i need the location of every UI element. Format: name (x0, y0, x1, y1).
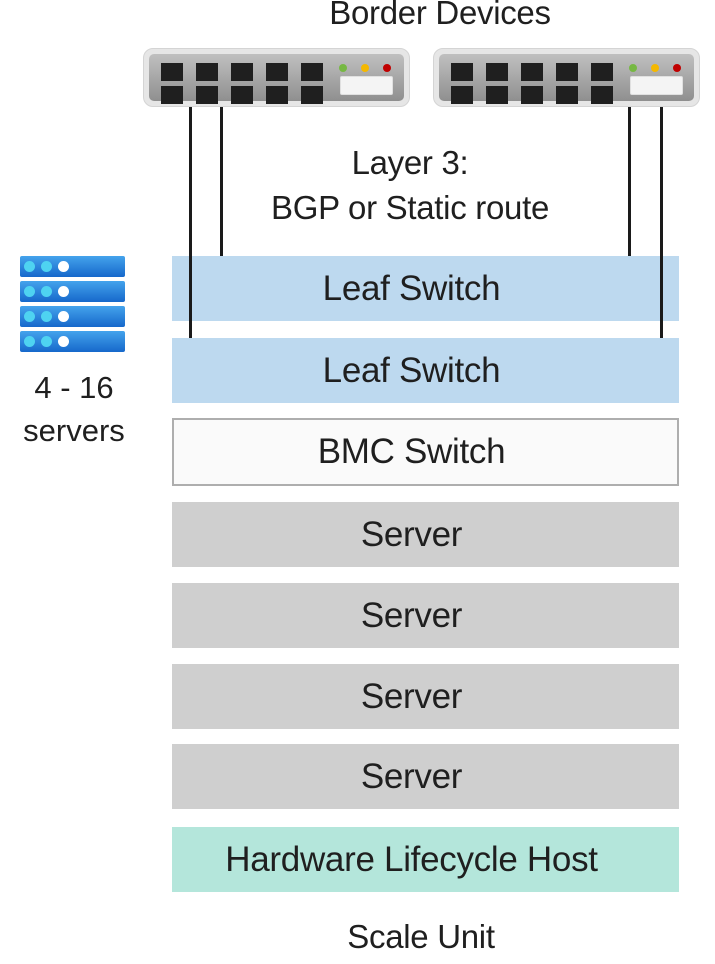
border-switch-icon (433, 48, 700, 107)
server-led-dot (58, 336, 69, 347)
switch-label-plate (340, 76, 393, 95)
led-red-icon (673, 64, 681, 72)
port-block (161, 63, 323, 104)
port-row (161, 63, 323, 81)
server-led-dot (58, 261, 69, 272)
border-switches-group (143, 48, 700, 107)
server-led-dot (58, 311, 69, 322)
server-led-dot (41, 311, 52, 322)
row-server: Server (172, 664, 679, 729)
connector-line-left-inner (220, 105, 223, 256)
scale-unit-caption: Scale Unit (347, 918, 495, 955)
ethernet-port-icon (196, 86, 218, 104)
ethernet-port-icon (301, 63, 323, 81)
row-label: Server (360, 756, 463, 796)
port-block (451, 63, 613, 104)
server-led-dot (24, 286, 35, 297)
row-label: Leaf Switch (322, 350, 501, 390)
connector-line-right-outer (660, 105, 663, 338)
row-server: Server (172, 502, 679, 567)
port-row (451, 86, 613, 104)
ethernet-port-icon (161, 63, 183, 81)
row-label: Server (360, 514, 463, 554)
row-label: Leaf Switch (322, 268, 501, 308)
ethernet-port-icon (591, 63, 613, 81)
layer3-annotation-line1: Layer 3: (351, 144, 469, 181)
server-led-dot (41, 286, 52, 297)
ethernet-port-icon (486, 86, 508, 104)
ethernet-port-icon (161, 86, 183, 104)
row-label: Hardware Lifecycle Host (225, 839, 598, 879)
ethernet-port-icon (231, 63, 253, 81)
led-amber-icon (651, 64, 659, 72)
row-label: BMC Switch (317, 432, 506, 471)
connector-line-left-outer (189, 105, 192, 338)
ethernet-port-icon (196, 63, 218, 81)
row-server: Server (172, 744, 679, 809)
server-bar-icon (20, 331, 125, 352)
row-leaf-switch: Leaf Switch (172, 338, 679, 403)
ethernet-port-icon (556, 86, 578, 104)
ethernet-port-icon (556, 63, 578, 81)
row-hardware-lifecycle-host: Hardware Lifecycle Host (172, 827, 679, 892)
ethernet-port-icon (591, 86, 613, 104)
ethernet-port-icon (231, 86, 253, 104)
ethernet-port-icon (301, 86, 323, 104)
server-stack-caption-line2: servers (23, 413, 125, 448)
row-bmc-switch: BMC Switch (172, 418, 679, 486)
switch-faceplate (149, 54, 404, 104)
connector-line-right-inner (628, 105, 631, 256)
ethernet-port-icon (521, 63, 543, 81)
led-green-icon (339, 64, 347, 72)
switch-label-plate (630, 76, 683, 95)
server-led-dot (41, 261, 52, 272)
led-red-icon (383, 64, 391, 72)
ethernet-port-icon (451, 86, 473, 104)
ethernet-port-icon (266, 86, 288, 104)
row-leaf-switch: Leaf Switch (172, 256, 679, 321)
led-amber-icon (361, 64, 369, 72)
layer3-annotation: Layer 3: BGP or Static route (165, 140, 655, 230)
server-stack-caption-line1: 4 - 16 (34, 370, 114, 405)
row-label: Server (360, 595, 463, 635)
server-bar-icon (20, 306, 125, 327)
port-row (451, 63, 613, 81)
server-led-dot (41, 336, 52, 347)
layer3-annotation-line2: BGP or Static route (271, 189, 549, 226)
server-led-dot (24, 261, 35, 272)
server-bar-icon (20, 256, 125, 277)
ethernet-port-icon (486, 63, 508, 81)
server-led-dot (24, 336, 35, 347)
border-switch-icon (143, 48, 410, 107)
row-label: Server (360, 676, 463, 716)
server-bar-icon (20, 281, 125, 302)
port-row (161, 86, 323, 104)
status-leds (629, 64, 681, 72)
row-server: Server (172, 583, 679, 648)
status-leds (339, 64, 391, 72)
server-led-dot (58, 286, 69, 297)
server-stack-icon (20, 256, 125, 352)
ethernet-port-icon (451, 63, 473, 81)
ethernet-port-icon (521, 86, 543, 104)
led-green-icon (629, 64, 637, 72)
page-title: Border Devices (329, 0, 551, 31)
server-led-dot (24, 311, 35, 322)
switch-faceplate (439, 54, 694, 104)
ethernet-port-icon (266, 63, 288, 81)
server-stack-caption: 4 - 16 servers (0, 366, 148, 452)
